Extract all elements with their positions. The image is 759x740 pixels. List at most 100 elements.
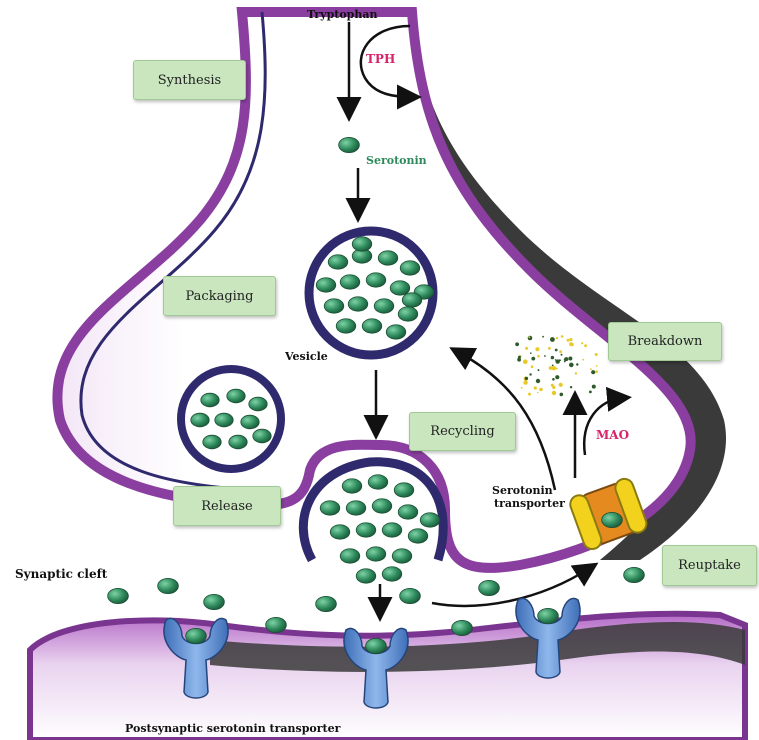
breakdown-particle xyxy=(552,391,556,395)
label-synaptic-cleft: Synaptic cleft xyxy=(15,567,107,581)
stage-reuptake: Reuptake xyxy=(662,545,757,586)
breakdown-particle xyxy=(536,379,540,383)
breakdown-particle xyxy=(542,336,544,338)
vesicle-serotonin xyxy=(352,237,372,251)
breakdown-particle xyxy=(556,337,558,339)
vesicle-serotonin xyxy=(362,319,382,333)
breakdown-particle xyxy=(552,386,555,389)
breakdown-particle xyxy=(561,354,563,356)
vesicle-serotonin xyxy=(328,255,348,269)
breakdown-particle xyxy=(530,352,532,354)
released-serotonin xyxy=(368,475,388,489)
breakdown-particle xyxy=(559,383,563,387)
cleft-serotonin xyxy=(400,588,421,603)
released-serotonin xyxy=(342,479,362,493)
breakdown-particle xyxy=(528,336,530,338)
released-serotonin xyxy=(330,525,350,539)
breakdown-particle xyxy=(537,392,539,394)
vesicle-serotonin xyxy=(402,293,422,307)
label-tph: TPH xyxy=(366,52,395,66)
cleft-serotonin xyxy=(204,594,225,609)
breakdown-particle xyxy=(551,356,554,359)
stage-synthesis: Synthesis xyxy=(133,60,246,100)
released-serotonin xyxy=(340,549,360,563)
breakdown-particle xyxy=(534,386,537,389)
breakdown-particle xyxy=(556,368,558,370)
breakdown-particle xyxy=(564,357,568,361)
breakdown-particle xyxy=(538,369,540,371)
vesicle-serotonin xyxy=(241,415,259,429)
vesicle-serotonin xyxy=(336,319,356,333)
stage-packaging: Packaging xyxy=(163,276,276,316)
breakdown-particle xyxy=(581,342,583,344)
cleft-serotonin xyxy=(266,617,287,632)
released-serotonin xyxy=(382,567,402,581)
vesicle-serotonin xyxy=(400,261,420,275)
breakdown-particle xyxy=(555,375,559,379)
vesicle-serotonin xyxy=(348,297,368,311)
label-mao: MAO xyxy=(596,428,629,442)
breakdown-particle xyxy=(521,387,523,389)
breakdown-particle xyxy=(523,380,527,384)
vesicle-serotonin xyxy=(386,325,406,339)
label-tryptophan: Tryptophan xyxy=(307,8,378,21)
breakdown-particle xyxy=(537,355,540,358)
breakdown-particle xyxy=(552,365,554,367)
cleft-serotonin xyxy=(479,580,500,595)
released-serotonin xyxy=(382,523,402,537)
breakdown-particle xyxy=(531,365,534,368)
stage-recycling: Recycling xyxy=(409,412,516,451)
vesicle-serotonin xyxy=(191,413,209,427)
label-serotonin-transporter-1: Serotonin xyxy=(492,484,553,497)
vesicle-serotonin xyxy=(249,397,267,411)
breakdown-particle xyxy=(548,347,551,350)
breakdown-particle xyxy=(559,350,562,353)
breakdown-particle xyxy=(564,361,566,363)
breakdown-particle xyxy=(535,347,539,351)
label-serotonin: Serotonin xyxy=(366,154,427,167)
breakdown-particle xyxy=(567,339,570,342)
breakdown-particle xyxy=(569,338,572,341)
vesicle-serotonin xyxy=(374,299,394,313)
released-serotonin xyxy=(366,547,386,561)
released-serotonin xyxy=(398,505,418,519)
cleft-serotonin xyxy=(158,578,179,593)
breakdown-particle xyxy=(595,370,598,373)
cleft-serotonin xyxy=(602,512,623,527)
breakdown-particle xyxy=(552,378,555,381)
breakdown-particle xyxy=(525,347,528,350)
breakdown-particle xyxy=(592,385,596,389)
breakdown-particle xyxy=(539,388,543,392)
breakdown-particle xyxy=(560,393,564,397)
arrow-cleft-to-reuptake xyxy=(432,568,590,606)
released-serotonin xyxy=(372,499,392,513)
vesicle-serotonin xyxy=(378,251,398,265)
breakdown-particle xyxy=(552,366,556,370)
released-serotonin xyxy=(320,501,340,515)
breakdown-particle xyxy=(589,391,592,394)
breakdown-particle xyxy=(570,386,572,388)
cleft-serotonin xyxy=(624,567,645,582)
breakdown-particle xyxy=(525,377,528,380)
breakdown-particle xyxy=(528,336,533,341)
label-postsynaptic: Postsynaptic serotonin transporter xyxy=(125,722,340,735)
cleft-serotonin xyxy=(316,596,337,611)
released-serotonin xyxy=(392,549,412,563)
released-serotonin xyxy=(346,501,366,515)
breakdown-particle xyxy=(555,349,558,352)
released-serotonin xyxy=(356,569,376,583)
breakdown-particle xyxy=(576,363,578,365)
breakdown-particle xyxy=(556,359,560,363)
label-serotonin-transporter-2: transporter xyxy=(494,497,565,510)
breakdown-particle xyxy=(568,357,572,361)
vesicle-serotonin xyxy=(227,389,245,403)
vesicle-serotonin xyxy=(316,278,336,292)
breakdown-particle xyxy=(531,357,535,361)
breakdown-particle xyxy=(590,368,592,370)
breakdown-particle xyxy=(569,363,574,368)
released-serotonin xyxy=(420,513,440,527)
vesicle-serotonin xyxy=(229,435,247,449)
breakdown-particle xyxy=(518,356,521,359)
breakdown-particle xyxy=(561,335,564,338)
vesicle-serotonin xyxy=(390,281,410,295)
